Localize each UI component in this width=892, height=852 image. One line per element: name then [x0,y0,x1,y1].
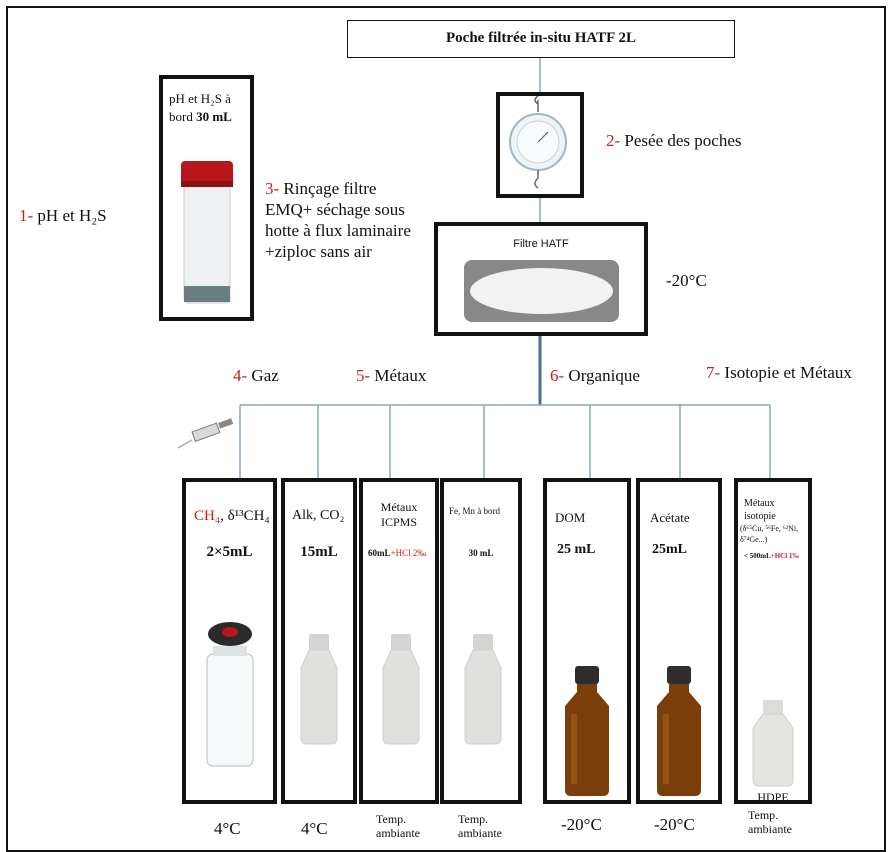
sample-acetate-volume: 25mL [652,542,687,557]
ph-box: pH et H₂S à bord 30 mL [159,75,254,321]
sample-alk-name: Alk, CO₂ [292,508,345,523]
sample-box-isotopie: Métaux isotopie (δ⁶⁵Cu, ⁵⁶Fe, ⁶²Ni, δ⁷⁴G… [734,478,812,804]
sample-iso-temp: Temp.ambiante [748,808,792,836]
sample-metaux-line2: ICPMS [380,515,418,529]
glass-vial-icon [206,622,254,767]
sample-box-dom: DOM 25 mL [543,478,631,804]
top-title-box: Poche filtrée in-situ HATF 2L [347,20,735,58]
sample-metaux-line1: Métaux [380,500,418,514]
sample-metaux-volume: 60mL+HCl 2‰ [368,548,427,558]
sample-box-acetate: Acétate 25mL [636,478,722,804]
sample-ch4-temp: 4°C [214,819,241,838]
sample-box-metaux-icpms: Métaux ICPMS 60mL+HCl 2‰ [359,478,439,804]
step-2-label: 2- Pesée des poches [606,131,742,150]
filter-temp: -20°C [666,271,707,290]
sample-iso-volume: < 500mL+HCl 1‰ [744,552,800,560]
sample-femn-volume: 30 mL [468,548,494,558]
sample-dom-temp: -20°C [561,815,602,834]
step-7-label: 7- Isotopie et Métaux [706,363,852,382]
sample-box-ch4: CH₄, δ¹³CH₄ 2×5mL [182,478,277,804]
step-3-label: 3- Rinçage filtre EMQ+ séchage sous hott… [265,179,411,261]
diagram-frame [6,6,886,852]
plastic-bottle-icon [300,634,338,745]
sample-femn-name: Fe, Mn à bord [449,506,500,516]
plastic-bottle-icon [464,634,502,745]
sample-acetate-temp: -20°C [654,815,695,834]
sample-alk-temp: 4°C [301,819,328,838]
filter-disc-icon [464,260,619,322]
sample-metaux-temp: Temp.ambiante [376,812,420,840]
amber-bottle-icon [657,666,701,796]
sample-ch4-volume: 2×5mL [206,544,253,560]
step-4-label: 4- Gaz [233,366,279,385]
step-5-label: 5- Métaux [356,366,427,385]
sample-femn-temp: Temp.ambiante [458,812,502,840]
filter-title: Filtre HATF [513,238,569,250]
sample-iso-line2: isotopie [744,511,776,522]
step-6-label: 6- Organique [550,366,640,385]
ph-box-line1: pH et H₂S à [169,91,231,106]
filter-box: Filtre HATF [434,222,648,336]
ph-vial-icon [181,161,233,304]
sample-iso-material: HDPE [757,790,789,804]
sample-acetate-name: Acétate [650,510,690,525]
sample-box-alk: Alk, CO₂ 15mL [281,478,357,804]
sample-iso-line1: Métaux [744,498,775,509]
sample-ch4-name: CH₄, δ¹³CH₄ [194,508,270,524]
sample-box-fe-mn: Fe, Mn à bord 30 mL [440,478,522,804]
plastic-bottle-icon [382,634,420,745]
amber-bottle-icon [565,666,609,796]
sample-dom-name: DOM [555,510,586,525]
hanging-scale-icon [509,95,567,189]
hdpe-bottle-icon [752,700,794,787]
step-1-label: 1- pH et H₂S [19,206,107,225]
sample-iso-line4: δ⁷⁴Ge...) [740,535,768,544]
syringe-icon [177,418,234,449]
sample-iso-line3: (δ⁶⁵Cu, ⁵⁶Fe, ⁶²Ni, [740,524,799,533]
sample-alk-volume: 15mL [300,544,338,560]
top-title: Poche filtrée in-situ HATF 2L [446,30,636,46]
ph-box-line2: bord 30 mL [169,109,232,124]
sample-dom-volume: 25 mL [557,542,596,557]
scale-box [496,92,584,198]
